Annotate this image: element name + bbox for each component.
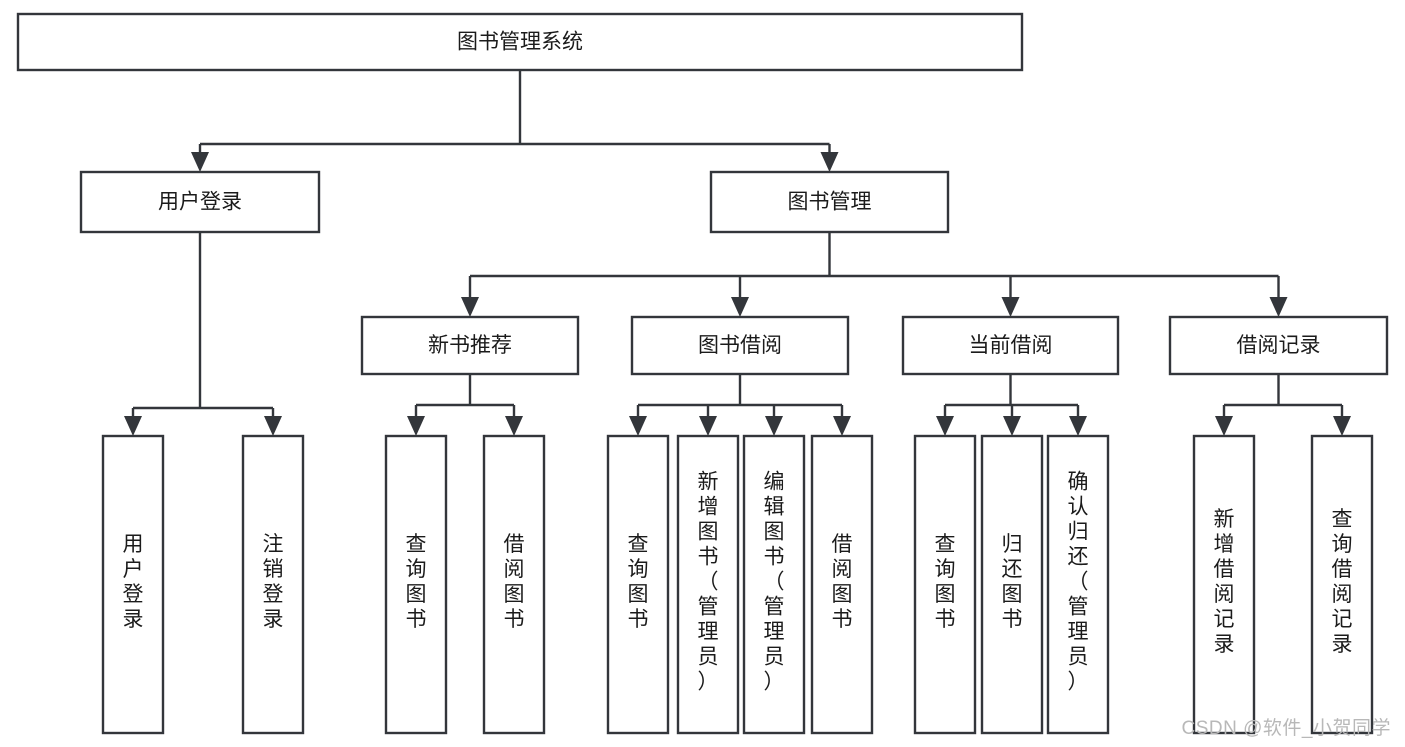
node-box	[1310, 434, 1374, 735]
node-leaf-query-book-2[interactable]: 查询图书	[606, 434, 670, 735]
node-label: 查询图书	[406, 533, 427, 631]
node-leaf-query-book-3[interactable]: 查询图书	[913, 434, 977, 735]
node-label: 新增借阅记录	[1214, 508, 1235, 656]
node-box	[79, 170, 321, 234]
arrow-head-icon	[1003, 416, 1021, 436]
node-label: 查询借阅记录	[1332, 508, 1353, 656]
arrow-head-icon	[731, 297, 749, 317]
node-box	[1046, 434, 1110, 735]
node-label: 图书管理	[788, 191, 872, 214]
node-box	[101, 434, 165, 735]
node-leaf-query-book-1[interactable]: 查询图书	[384, 434, 448, 735]
node-box	[360, 315, 580, 376]
arrow-head-icon	[820, 152, 839, 172]
node-leaf-borrow-book-2[interactable]: 借阅图书	[810, 434, 874, 735]
node-leaf-return-book[interactable]: 归还图书	[980, 434, 1044, 735]
node-borrow-record[interactable]: 借阅记录	[1168, 315, 1389, 376]
node-box	[913, 434, 977, 735]
arrow-head-icon	[1215, 416, 1233, 436]
node-label: 新增图书（管理员）	[698, 471, 719, 694]
node-box	[606, 434, 670, 735]
node-label: 借阅图书	[832, 533, 853, 631]
arrow-head-icon	[1069, 416, 1087, 436]
node-box	[630, 315, 850, 376]
node-leaf-query-record[interactable]: 查询借阅记录	[1310, 434, 1374, 735]
node-book-borrow[interactable]: 图书借阅	[630, 315, 850, 376]
node-label: 查询图书	[935, 533, 956, 631]
node-box	[1192, 434, 1256, 735]
node-label: 借阅图书	[504, 533, 525, 631]
node-box	[16, 12, 1024, 72]
node-label: 查询图书	[628, 533, 649, 631]
node-label: 当前借阅	[969, 334, 1053, 357]
node-leaf-add-book[interactable]: 新增图书（管理员）	[676, 434, 740, 735]
node-new-book-rec[interactable]: 新书推荐	[360, 315, 580, 376]
arrow-head-icon	[461, 297, 479, 317]
arrow-head-icon	[833, 416, 851, 436]
node-box	[901, 315, 1120, 376]
node-leaf-add-record[interactable]: 新增借阅记录	[1192, 434, 1256, 735]
arrow-head-icon	[1001, 297, 1020, 317]
node-label: 归还图书	[1002, 533, 1023, 631]
arrow-head-icon	[936, 416, 954, 436]
connectors-layer	[124, 70, 1351, 436]
watermark-text: CSDN @软件_小贺同学	[1181, 718, 1391, 739]
node-label: 图书借阅	[698, 334, 782, 357]
node-label: 用户登录	[158, 191, 242, 214]
node-box	[482, 434, 546, 735]
node-leaf-borrow-book-1[interactable]: 借阅图书	[482, 434, 546, 735]
arrow-head-icon	[505, 416, 523, 436]
node-label: 新书推荐	[428, 334, 512, 357]
node-leaf-user-logout[interactable]: 注销登录	[241, 434, 305, 735]
node-box	[709, 170, 950, 234]
node-box	[742, 434, 806, 735]
node-root[interactable]: 图书管理系统	[16, 12, 1024, 72]
node-leaf-user-login[interactable]: 用户登录	[101, 434, 165, 735]
arrow-head-icon	[1269, 297, 1288, 317]
node-label: 编辑图书（管理员）	[764, 471, 785, 694]
arrow-head-icon	[1333, 416, 1351, 436]
node-label: 借阅记录	[1237, 334, 1321, 357]
node-box	[1168, 315, 1389, 376]
node-box	[676, 434, 740, 735]
node-label: 确认归还（管理员）	[1068, 471, 1089, 694]
arrow-head-icon	[699, 416, 717, 436]
arrow-head-icon	[407, 416, 425, 436]
arrow-head-icon	[191, 152, 209, 172]
node-leaf-confirm-return[interactable]: 确认归还（管理员）	[1046, 434, 1110, 735]
arrow-head-icon	[264, 416, 282, 436]
node-current-borrow[interactable]: 当前借阅	[901, 315, 1120, 376]
arrow-head-icon	[629, 416, 647, 436]
node-box	[980, 434, 1044, 735]
node-user-login[interactable]: 用户登录	[79, 170, 321, 234]
node-box	[241, 434, 305, 735]
arrow-head-icon	[124, 416, 142, 436]
node-label: 注销登录	[263, 533, 284, 631]
node-box	[384, 434, 448, 735]
node-book-manage[interactable]: 图书管理	[709, 170, 950, 234]
node-label: 图书管理系统	[457, 31, 583, 54]
node-box	[810, 434, 874, 735]
arrow-head-icon	[765, 416, 783, 436]
node-leaf-edit-book[interactable]: 编辑图书（管理员）	[742, 434, 806, 735]
node-label: 用户登录	[123, 533, 144, 631]
nodes-layer: 图书管理系统用户登录图书管理新书推荐图书借阅当前借阅借阅记录用户登录注销登录查询…	[16, 12, 1389, 735]
